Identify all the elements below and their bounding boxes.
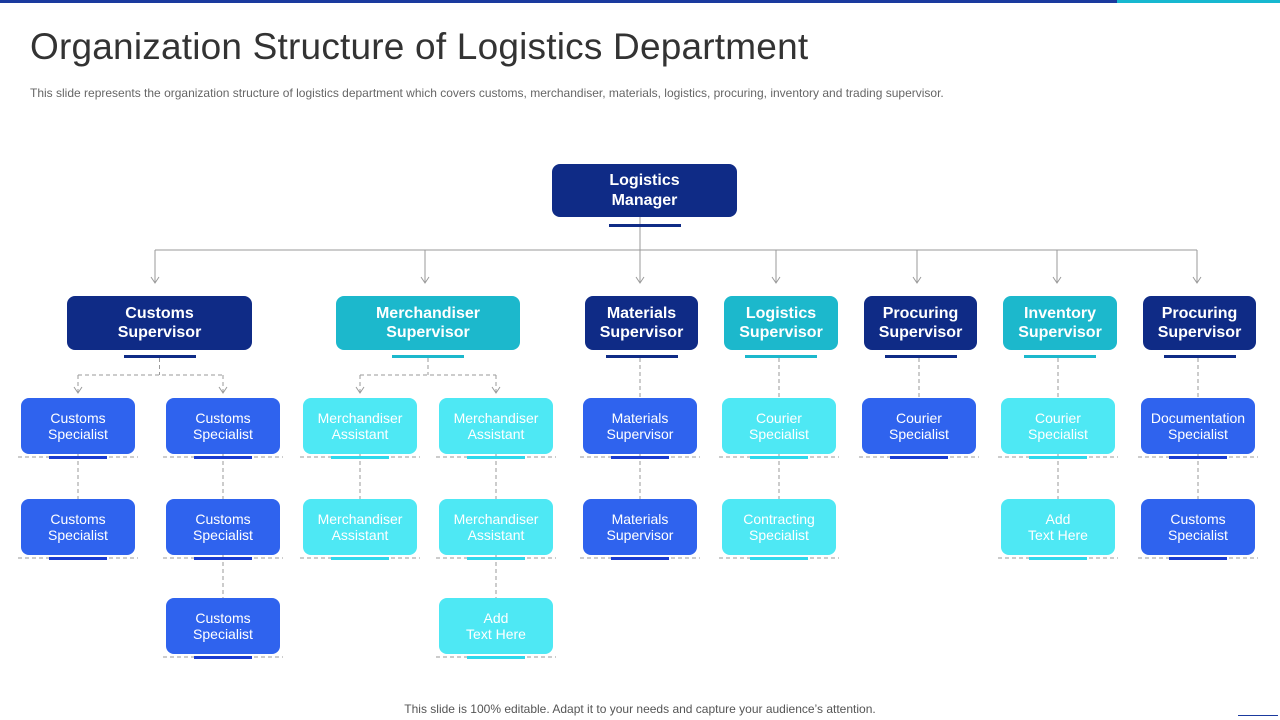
manager-underline — [609, 224, 681, 227]
down-arrow-icon — [1192, 276, 1202, 284]
down-arrow-icon — [420, 276, 430, 284]
role-underline — [750, 557, 808, 560]
role-underline — [194, 456, 252, 459]
role-underline — [467, 656, 525, 659]
supervisor-underline — [1163, 355, 1236, 358]
page-subtitle: This slide represents the organization s… — [30, 86, 944, 100]
role-underline — [611, 557, 669, 560]
role-underline — [331, 456, 389, 459]
role-underline — [611, 456, 669, 459]
down-arrow-icon — [218, 386, 228, 394]
role-underline — [194, 557, 252, 560]
footer-corner-line — [1238, 715, 1278, 716]
supervisor-underline — [123, 355, 196, 358]
role-underline — [890, 456, 948, 459]
role-underline — [49, 557, 107, 560]
down-arrow-icon — [635, 276, 645, 284]
footer-note: This slide is 100% editable. Adapt it to… — [404, 702, 876, 716]
role-underline — [49, 456, 107, 459]
top-accent-bar — [0, 0, 1117, 3]
role-underline — [331, 557, 389, 560]
down-arrow-icon — [771, 276, 781, 284]
down-arrow-icon — [1052, 276, 1062, 284]
role-underline — [194, 656, 252, 659]
role-underline — [467, 557, 525, 560]
supervisor-underline — [884, 355, 957, 358]
supervisor-underline — [392, 355, 464, 358]
down-arrow-icon — [355, 386, 365, 394]
supervisor-underline — [605, 355, 678, 358]
role-underline — [1169, 557, 1227, 560]
down-arrow-icon — [73, 386, 83, 394]
down-arrow-icon — [912, 276, 922, 284]
role-underline — [1029, 557, 1087, 560]
down-arrow-icon — [491, 386, 501, 394]
supervisor-underline — [745, 355, 817, 358]
top-accent-bar-teal — [1117, 0, 1280, 3]
supervisor-underline — [1024, 355, 1096, 358]
page-title: Organization Structure of Logistics Depa… — [30, 26, 809, 67]
role-underline — [1029, 456, 1087, 459]
role-underline — [467, 456, 525, 459]
down-arrow-icon — [150, 276, 160, 284]
role-underline — [750, 456, 808, 459]
role-underline — [1169, 456, 1227, 459]
